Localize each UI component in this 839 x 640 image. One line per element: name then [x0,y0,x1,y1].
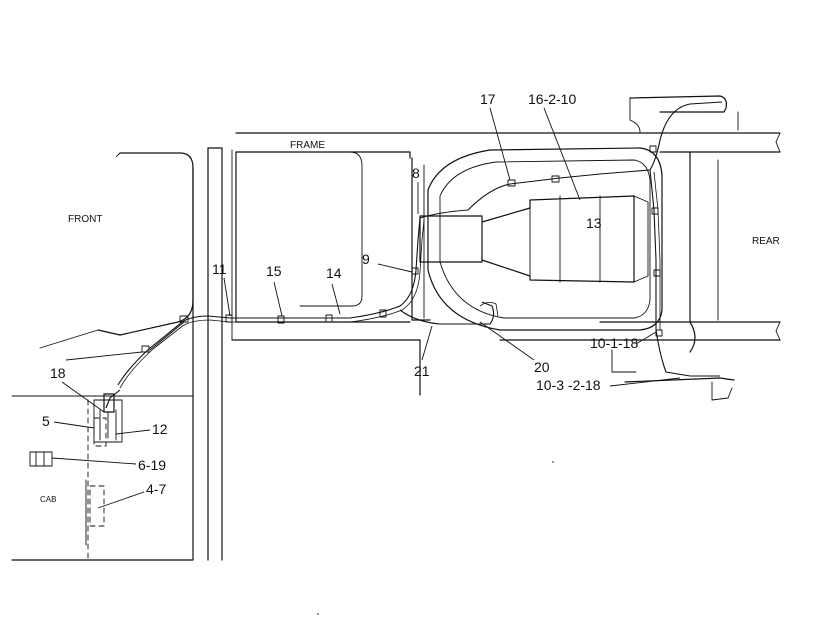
callout-16-2-10: 16-2-10 [528,91,576,107]
callout-21: 21 [414,363,430,379]
callout-15: 15 [266,263,282,279]
callout-4-7: 4-7 [146,481,166,497]
frame-label: FRAME [290,140,325,151]
tank-assembly [411,147,663,331]
callout-18: 18 [50,365,66,381]
callout-17: 17 [480,91,496,107]
front-label: FRONT [68,214,102,225]
callout-14: 14 [326,265,342,281]
stray-dot [317,613,319,615]
callout-6-19: 6-19 [138,457,166,473]
stray-dot [552,461,554,463]
callout-8: 8 [412,165,420,181]
frame-rails [231,132,781,396]
main-harness [105,101,723,409]
cab-components [11,393,194,561]
cab-label: CAB [40,495,56,504]
callout-5: 5 [42,413,50,429]
callout-13: 13 [586,215,602,231]
callout-11: 11 [212,261,227,277]
callout-12: 12 [152,421,168,437]
harness-clips [141,145,663,353]
callout-10-1-18: 10-1-18 [590,335,638,351]
callout-20: 20 [534,359,550,375]
rear-section [611,95,739,401]
callout-9: 9 [362,251,370,267]
cab-body-outline [11,147,233,561]
leader-lines [51,107,681,509]
rear-label: REAR [752,236,780,247]
callout-10-3-2-18: 10-3 -2-18 [536,377,601,393]
